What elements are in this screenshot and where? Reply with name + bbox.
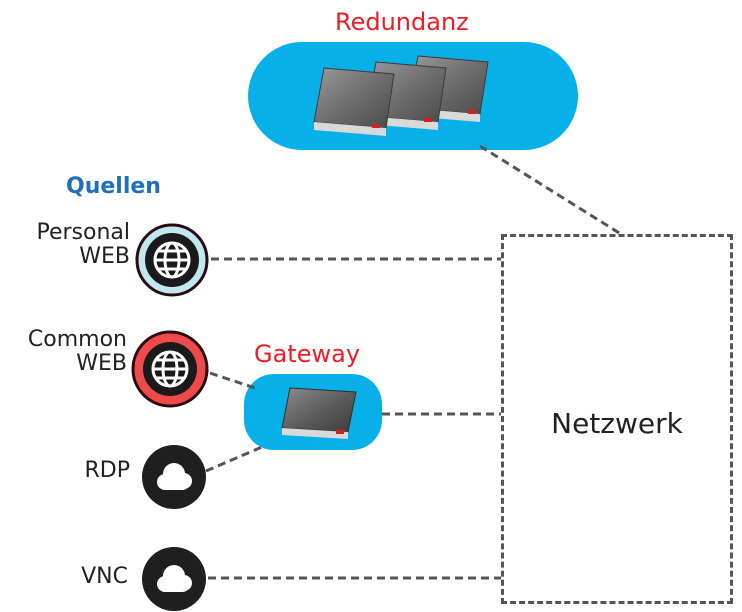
source-common-web-line2: WEB [76, 351, 127, 376]
sources-heading: Quellen [66, 174, 161, 199]
network-box: Netzwerk [501, 234, 733, 604]
redundant-devices [313, 55, 489, 136]
source-rdp-label: RDP [84, 458, 131, 483]
source-common-web-label: Common WEB [0, 328, 127, 376]
source-personal-web-line1: Personal [36, 220, 130, 245]
source-personal-web-line2: WEB [79, 244, 130, 269]
connector-rdp-gateway [205, 445, 263, 473]
gateway-label: Gateway [254, 340, 361, 368]
gateway-device[interactable] [244, 374, 382, 450]
common-web-globe-icon[interactable] [130, 329, 210, 409]
source-vnc-label: VNC [81, 564, 128, 589]
network-label: Netzwerk [551, 407, 683, 440]
redundancy-label: Redundanz [335, 8, 469, 36]
rdp-cloud-icon[interactable] [141, 444, 207, 510]
connector-common-gateway [209, 371, 259, 391]
gateway-group [244, 374, 382, 450]
source-common-web-line1: Common [27, 327, 127, 352]
personal-web-globe-icon[interactable] [134, 222, 210, 298]
redundancy-group [248, 42, 578, 150]
connector-redundancy-network [479, 144, 625, 238]
source-personal-web-label: Personal WEB [0, 221, 130, 269]
device-1 [313, 67, 395, 136]
vnc-cloud-icon[interactable] [141, 546, 207, 612]
